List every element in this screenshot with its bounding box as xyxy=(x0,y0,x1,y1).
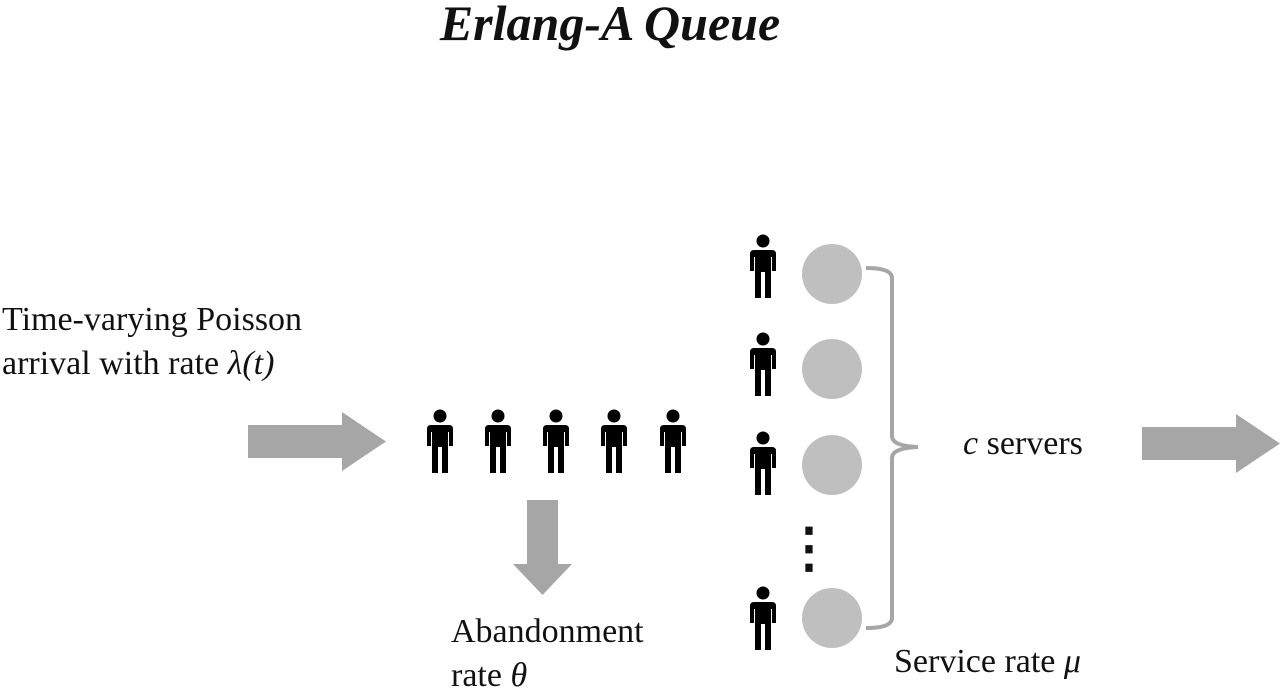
arrival-label-line1: Time-varying Poisson xyxy=(2,301,303,338)
person-icon xyxy=(601,409,627,473)
person-icon xyxy=(485,409,511,473)
service-rate-label: Service rate μ xyxy=(894,643,1081,680)
server-circle-icon xyxy=(802,588,862,648)
person-icon xyxy=(750,332,776,396)
person-icon xyxy=(427,409,453,473)
person-icon xyxy=(750,431,776,495)
server-count-symbol: c xyxy=(963,425,979,462)
abandonment-label-line2: rate θ xyxy=(451,657,528,694)
server-circle-icon xyxy=(802,339,862,399)
servers-bracket-icon xyxy=(865,266,919,630)
abandonment-label-line1: Abandonment xyxy=(451,613,644,650)
server-circle-icon xyxy=(802,244,862,304)
person-icon xyxy=(660,409,686,473)
server-circle-icon xyxy=(802,435,862,495)
servers-ellipsis: ⋮ xyxy=(782,518,836,578)
arrival-label-line2: arrival with rate λ(t) xyxy=(2,345,275,382)
diagram-title: Erlang-A Queue xyxy=(439,0,781,51)
departure-arrow-icon xyxy=(1142,414,1280,473)
servers-label: c servers xyxy=(963,425,1083,462)
person-icon xyxy=(543,409,569,473)
person-icon xyxy=(750,234,776,298)
abandonment-rate-symbol: θ xyxy=(510,657,528,694)
arrival-label: Time-varying Poisson arrival with rate λ… xyxy=(2,298,302,386)
server-column xyxy=(750,234,862,650)
abandonment-label: Abandonment rate θ xyxy=(451,610,644,698)
arrival-rate-symbol: λ(t) xyxy=(227,345,275,382)
abandonment-arrow-icon xyxy=(513,500,572,595)
service-rate-symbol: μ xyxy=(1063,643,1081,680)
arrival-arrow-icon xyxy=(248,412,386,471)
person-icon xyxy=(750,586,776,650)
waiting-queue xyxy=(427,409,686,473)
